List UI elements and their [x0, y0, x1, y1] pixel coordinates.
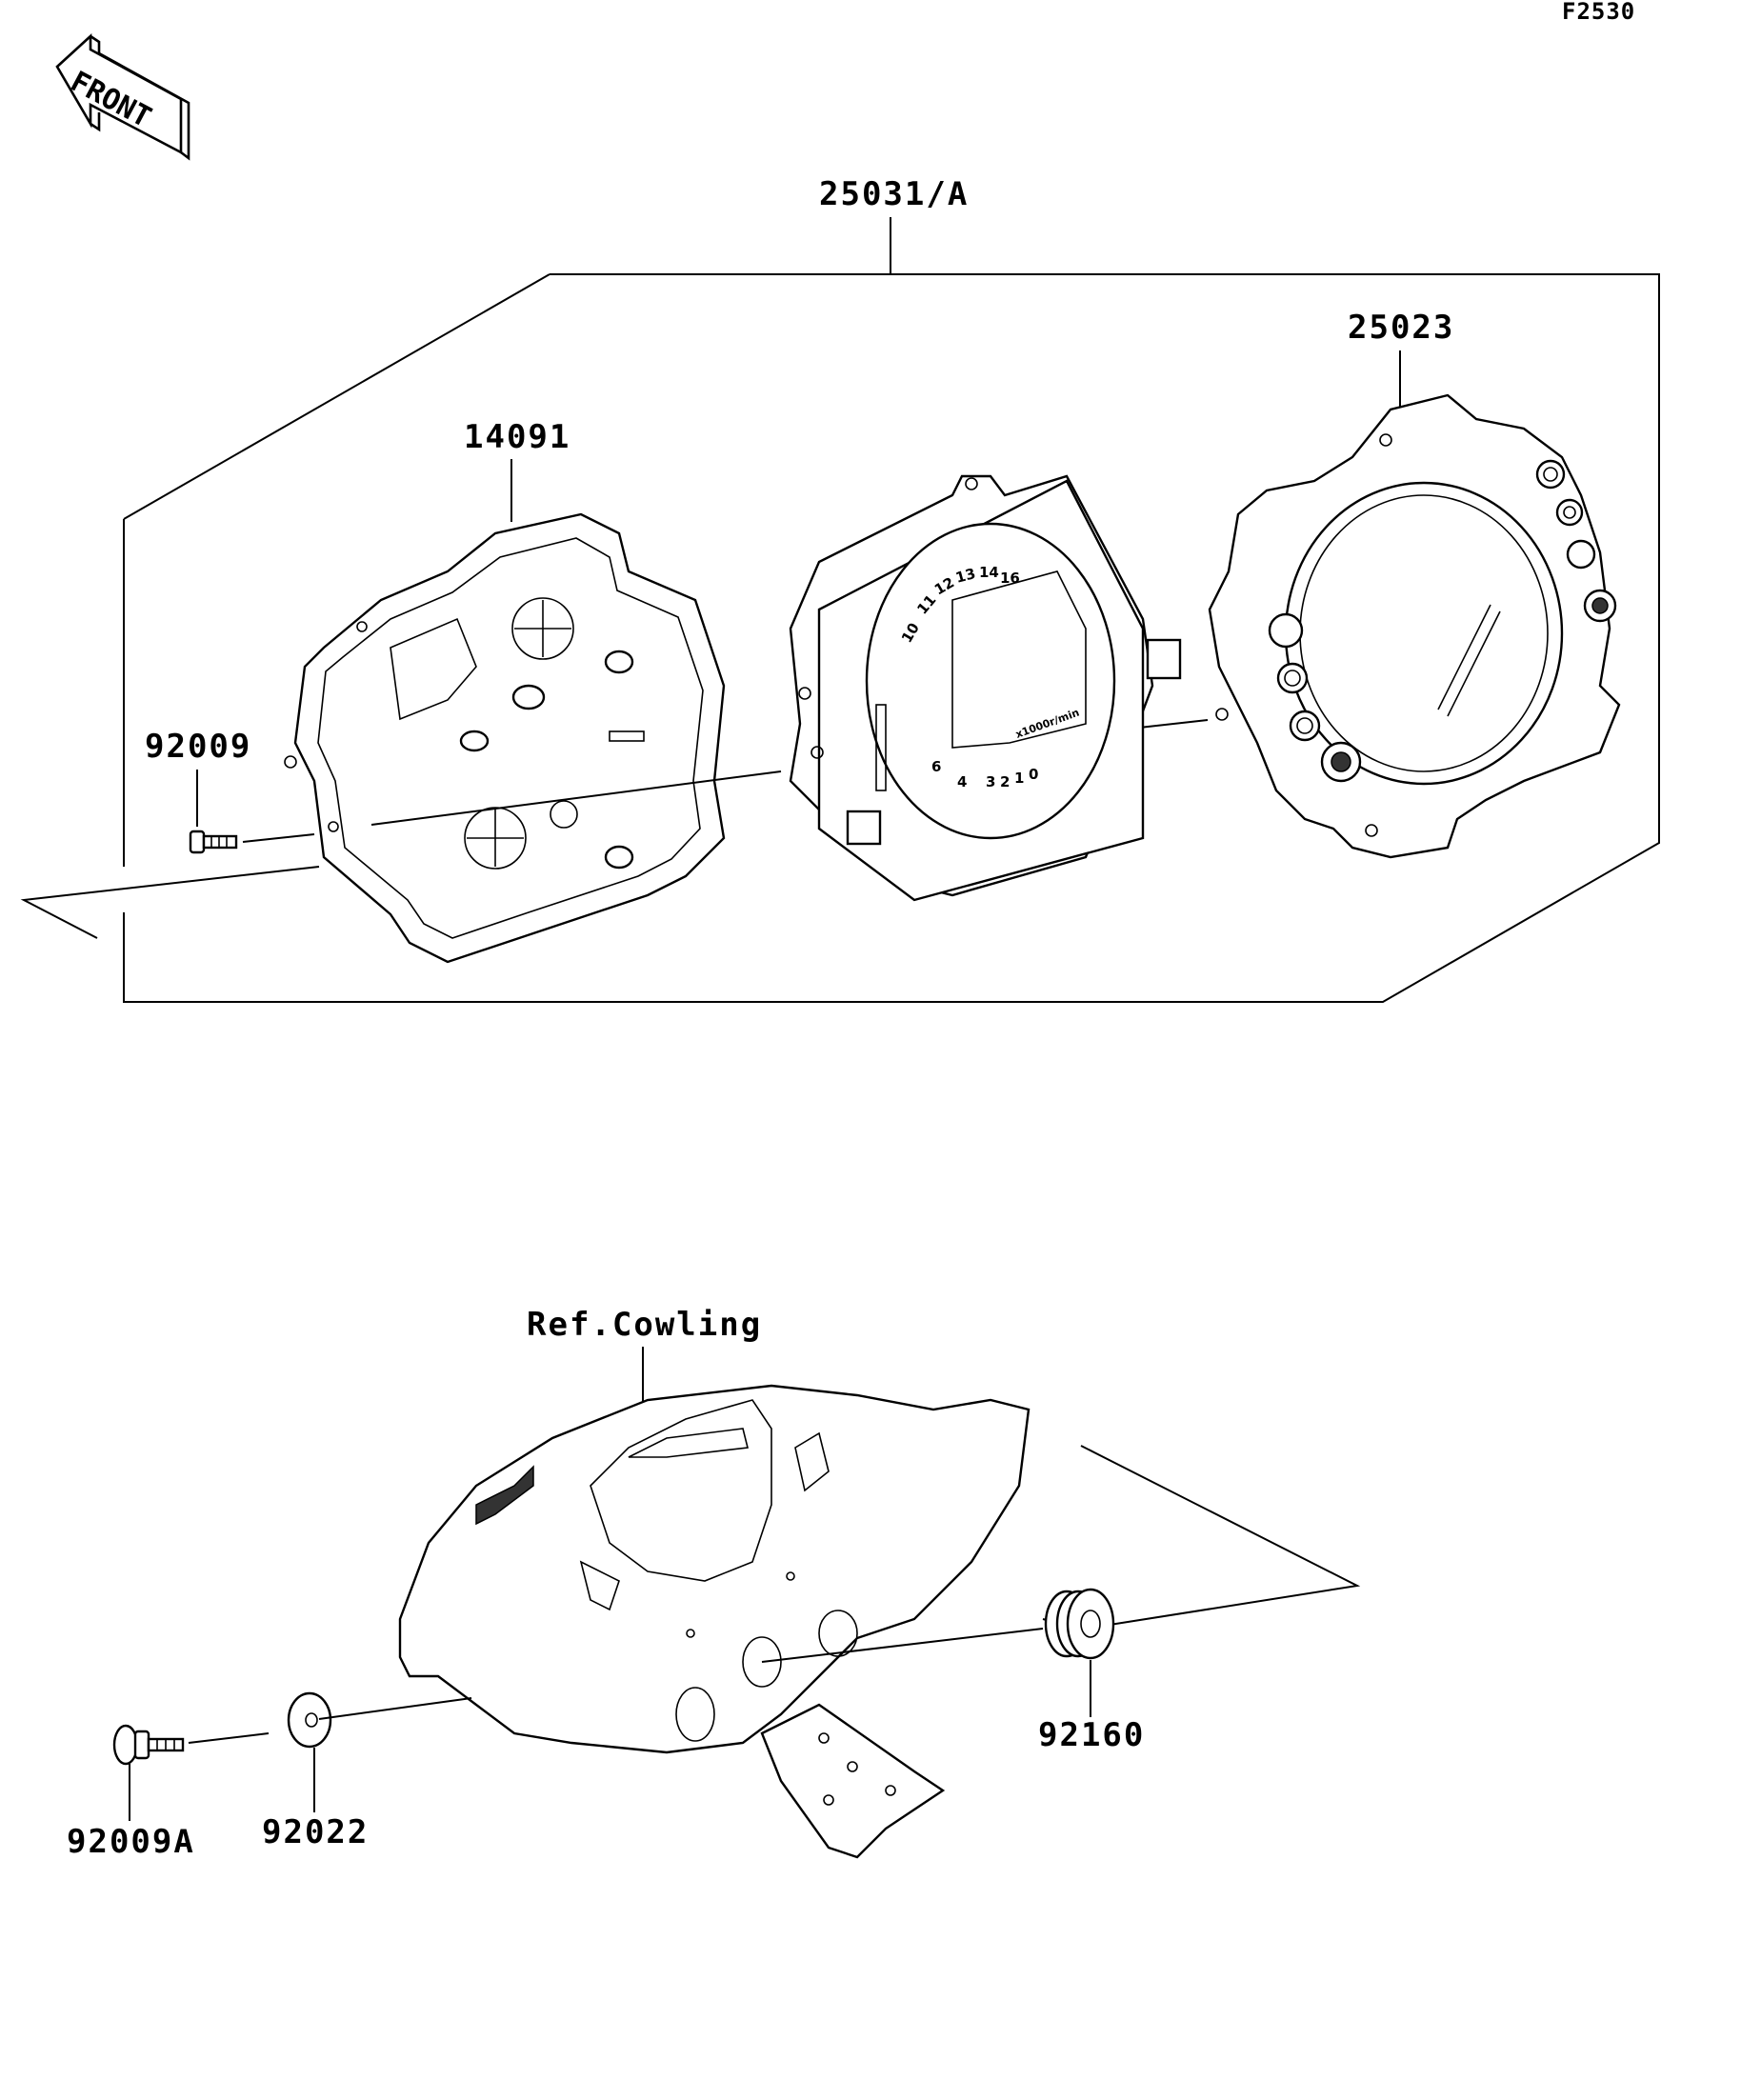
- gauge-tick-14: 14: [979, 564, 999, 581]
- screw-main: [189, 830, 238, 854]
- screw-cowl: [112, 1724, 185, 1766]
- washer: [287, 1691, 332, 1749]
- gauge-tick-13: 13: [953, 565, 977, 587]
- front-label: FRONT: [65, 65, 156, 134]
- axis-screw-case: [242, 833, 315, 843]
- assembly-boundary: [123, 273, 1660, 1003]
- axis-screw-washer: [188, 1732, 270, 1744]
- diagram-code: F2530: [1562, 0, 1635, 25]
- label-screw-cowl: 92009A: [67, 1823, 195, 1861]
- grommet: [1044, 1588, 1115, 1660]
- gauge-tick-2: 2: [1000, 773, 1010, 790]
- meter-case: [284, 512, 726, 964]
- axis-cowling-grommet: [761, 1628, 1044, 1663]
- label-screw-main: 92009: [145, 728, 251, 766]
- gauge-tick-16: 16: [1000, 570, 1020, 587]
- label-assembly: 25031/A: [819, 175, 969, 213]
- axis-washer-cowling: [318, 1697, 472, 1720]
- label-cowling-ref: Ref.Cowling: [527, 1306, 762, 1344]
- axis-case-panel: [370, 770, 782, 826]
- gauge-tick-3: 3: [986, 773, 995, 790]
- assembly-pointer: [20, 866, 320, 939]
- meter-panel: 10 11 12 13 14 16 0 1 2 3 4 6 x1000r/min: [789, 474, 1182, 902]
- label-grommet: 92160: [1038, 1716, 1145, 1754]
- gauge-tick-4: 4: [957, 773, 967, 790]
- grommet-pointer: [1080, 1445, 1361, 1630]
- gauge-tick-1: 1: [1014, 770, 1024, 787]
- label-meter-case: 14091: [464, 418, 570, 456]
- gauge-tick-6: 6: [931, 758, 941, 775]
- front-arrow: FRONT: [55, 33, 190, 161]
- label-washer: 92022: [262, 1813, 369, 1851]
- cowling: [398, 1384, 1031, 1859]
- assembly-boundary-left: [123, 273, 550, 520]
- meter-cover: [1208, 393, 1621, 859]
- label-meter-cover: 25023: [1348, 309, 1454, 347]
- gauge-tick-0: 0: [1029, 766, 1038, 783]
